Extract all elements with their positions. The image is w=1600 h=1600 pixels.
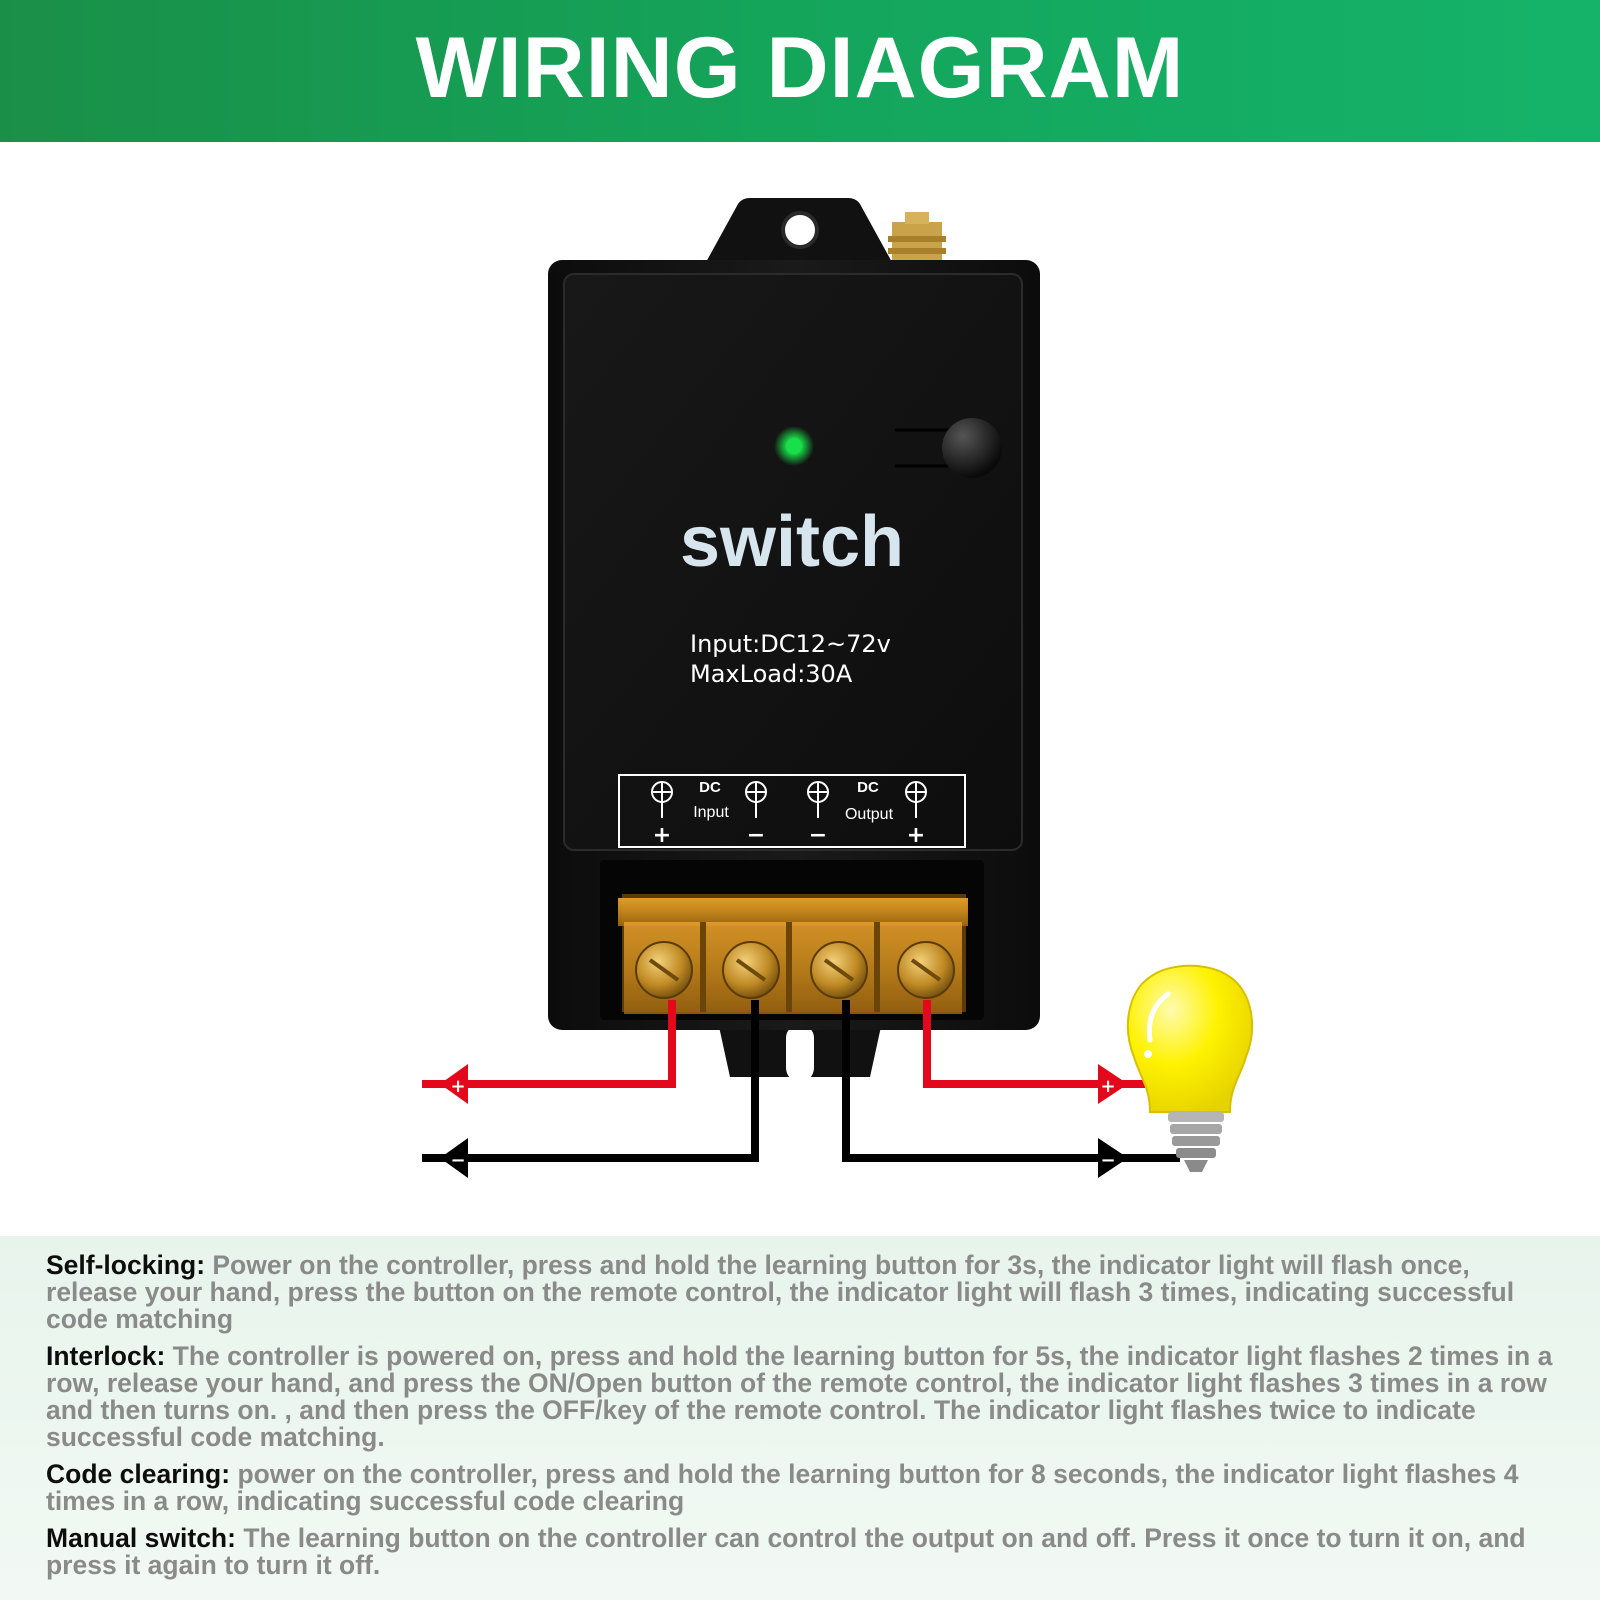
light-bulb-icon bbox=[1127, 964, 1253, 1172]
wiring-diagram: switch Input:DC12~72v MaxLoad:30A DC Inp… bbox=[422, 198, 1253, 1178]
terminal-polarity-3: − bbox=[809, 823, 827, 848]
spec-input: Input:DC12~72v bbox=[690, 630, 891, 658]
note-text: Power on the controller, press and hold … bbox=[46, 1250, 1515, 1334]
arrow-input-positive bbox=[440, 1064, 468, 1104]
arrow-input-negative bbox=[440, 1138, 468, 1178]
case-front-face bbox=[563, 273, 1023, 851]
header-banner: WIRING DIAGRAM bbox=[0, 0, 1600, 142]
note-code-clearing: Code clearing: power on the controller, … bbox=[46, 1461, 1560, 1515]
note-term: Code clearing: bbox=[46, 1459, 231, 1489]
indicator-light-core bbox=[786, 438, 802, 454]
note-term: Interlock: bbox=[46, 1341, 166, 1371]
wire-input-positive bbox=[422, 1000, 676, 1088]
arrow-output-negative bbox=[1098, 1138, 1128, 1178]
terminal-block bbox=[600, 860, 984, 1020]
terminal-output-label: Output bbox=[845, 806, 894, 823]
terminal-polarity-1: + bbox=[653, 823, 671, 848]
terminal-input-label: Input bbox=[693, 804, 729, 821]
wire-output-negative bbox=[842, 1000, 1180, 1162]
note-self-locking: Self-locking: Power on the controller, p… bbox=[46, 1252, 1560, 1333]
wire-input-negative bbox=[422, 1000, 759, 1162]
antenna-connector bbox=[888, 212, 946, 266]
learning-button bbox=[895, 418, 1002, 478]
note-interlock: Interlock: The controller is powered on,… bbox=[46, 1343, 1560, 1451]
note-text: The learning button on the controller ca… bbox=[46, 1523, 1526, 1580]
note-term: Manual switch: bbox=[46, 1523, 236, 1553]
terminal-output-dc: DC bbox=[857, 779, 879, 796]
note-manual-switch: Manual switch: The learning button on th… bbox=[46, 1525, 1560, 1579]
terminal-input-dc: DC bbox=[699, 779, 721, 796]
wire-output-positive bbox=[923, 1000, 1150, 1088]
mounting-slot-bottom bbox=[786, 1024, 814, 1082]
wire-label-output-negative: − bbox=[1100, 1150, 1115, 1171]
device-brand-label: switch bbox=[680, 502, 904, 582]
wire-label-input-positive: + bbox=[450, 1076, 465, 1097]
note-text: power on the controller, press and hold … bbox=[46, 1459, 1519, 1516]
wires bbox=[422, 1000, 1180, 1162]
spec-max-load: MaxLoad:30A bbox=[690, 660, 853, 688]
terminal-polarity-4: + bbox=[907, 823, 925, 848]
mounting-hole-top bbox=[781, 211, 819, 249]
note-text: The controller is powered on, press and … bbox=[46, 1341, 1553, 1452]
wire-label-input-negative: − bbox=[450, 1150, 465, 1171]
instructions-panel: Self-locking: Power on the controller, p… bbox=[0, 1236, 1600, 1600]
arrow-output-positive bbox=[1098, 1064, 1128, 1104]
wire-label-output-positive: + bbox=[1100, 1076, 1115, 1097]
terminal-screws bbox=[635, 941, 955, 999]
terminal-label-panel: DC Input DC Output + − − + bbox=[618, 774, 966, 848]
terminal-polarity-2: − bbox=[747, 823, 765, 848]
note-term: Self-locking: bbox=[46, 1250, 206, 1280]
page-title: WIRING DIAGRAM bbox=[415, 20, 1185, 116]
